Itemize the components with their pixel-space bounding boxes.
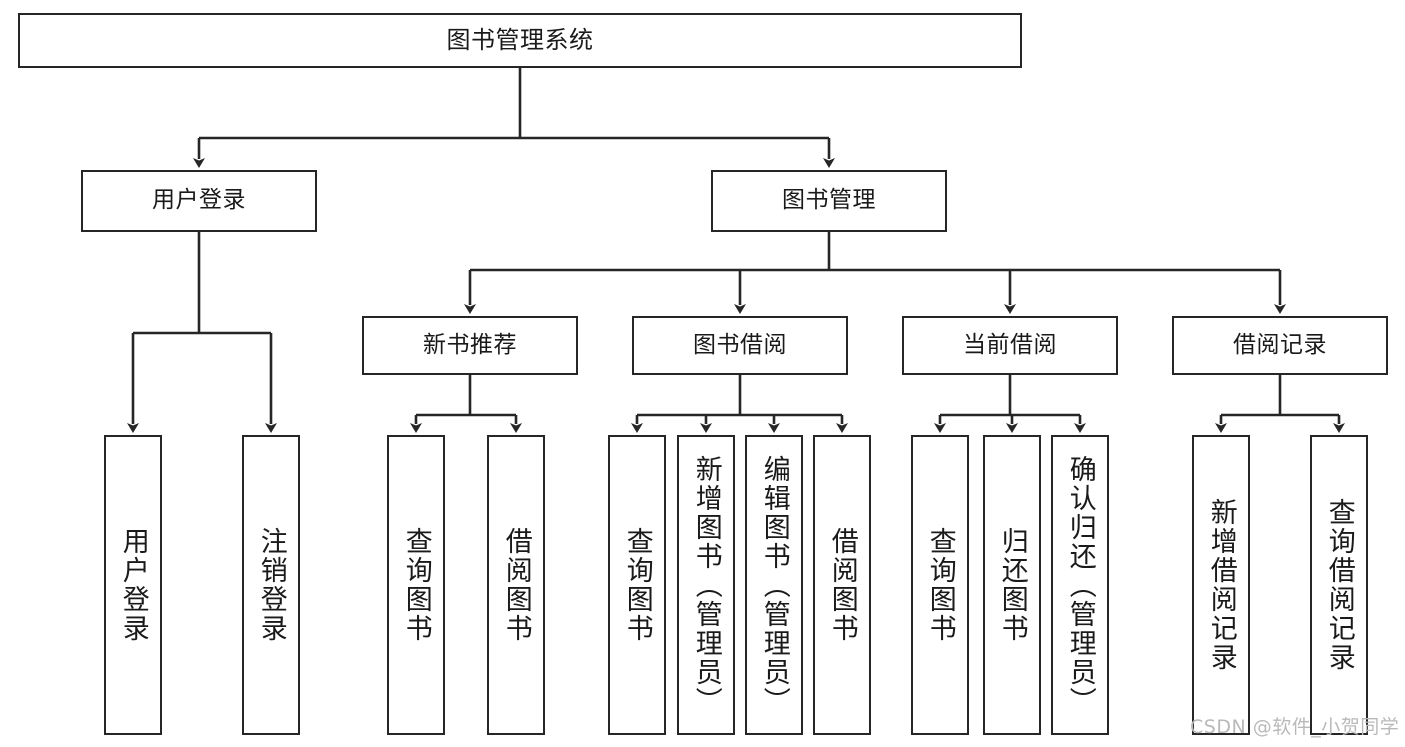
node-leaf-logout-login[interactable]: 注销登录 bbox=[242, 435, 300, 735]
node-label: 编辑图书（管理员） bbox=[758, 454, 790, 716]
node-label: 确认归还（管理员） bbox=[1064, 454, 1096, 716]
node-leaf-user-login[interactable]: 用户登录 bbox=[104, 435, 162, 735]
node-label: 图书借阅 bbox=[693, 331, 787, 358]
node-label: 当前借阅 bbox=[963, 331, 1057, 358]
node-leaf-add-book[interactable]: 新增图书（管理员） bbox=[677, 435, 735, 735]
node-label: 归还图书 bbox=[996, 527, 1028, 643]
node-leaf-query-record[interactable]: 查询借阅记录 bbox=[1310, 435, 1368, 735]
node-label: 查询图书 bbox=[400, 527, 432, 643]
node-label: 用户登录 bbox=[152, 187, 246, 214]
node-borrow-record[interactable]: 借阅记录 bbox=[1172, 316, 1388, 375]
node-label: 新增借阅记录 bbox=[1205, 498, 1237, 672]
node-root[interactable]: 图书管理系统 bbox=[18, 13, 1022, 68]
node-new-book-rec[interactable]: 新书推荐 bbox=[362, 316, 578, 375]
node-label: 图书管理系统 bbox=[446, 26, 594, 55]
node-label: 查询图书 bbox=[621, 527, 653, 643]
node-label: 借阅记录 bbox=[1233, 331, 1327, 358]
node-leaf-edit-book[interactable]: 编辑图书（管理员） bbox=[745, 435, 803, 735]
node-leaf-query-book-3[interactable]: 查询图书 bbox=[911, 435, 969, 735]
node-label: 用户登录 bbox=[117, 527, 149, 643]
node-leaf-add-record[interactable]: 新增借阅记录 bbox=[1192, 435, 1250, 735]
node-label: 新增图书（管理员） bbox=[690, 454, 722, 716]
node-leaf-query-book-2[interactable]: 查询图书 bbox=[608, 435, 666, 735]
node-current-borrow[interactable]: 当前借阅 bbox=[902, 316, 1118, 375]
node-user-login[interactable]: 用户登录 bbox=[81, 170, 317, 232]
node-book-manage[interactable]: 图书管理 bbox=[711, 170, 947, 232]
node-label: 图书管理 bbox=[782, 187, 876, 214]
node-label: 查询借阅记录 bbox=[1323, 498, 1355, 672]
node-label: 查询图书 bbox=[924, 527, 956, 643]
node-label: 借阅图书 bbox=[500, 527, 532, 643]
node-label: 注销登录 bbox=[255, 527, 287, 643]
node-label: 新书推荐 bbox=[423, 331, 517, 358]
node-label: 借阅图书 bbox=[826, 527, 858, 643]
node-leaf-borrow-book-2[interactable]: 借阅图书 bbox=[813, 435, 871, 735]
node-leaf-return-book[interactable]: 归还图书 bbox=[983, 435, 1041, 735]
node-book-borrow[interactable]: 图书借阅 bbox=[632, 316, 848, 375]
node-leaf-borrow-book-1[interactable]: 借阅图书 bbox=[487, 435, 545, 735]
node-leaf-confirm-return[interactable]: 确认归还（管理员） bbox=[1051, 435, 1109, 735]
node-leaf-query-book-1[interactable]: 查询图书 bbox=[387, 435, 445, 735]
